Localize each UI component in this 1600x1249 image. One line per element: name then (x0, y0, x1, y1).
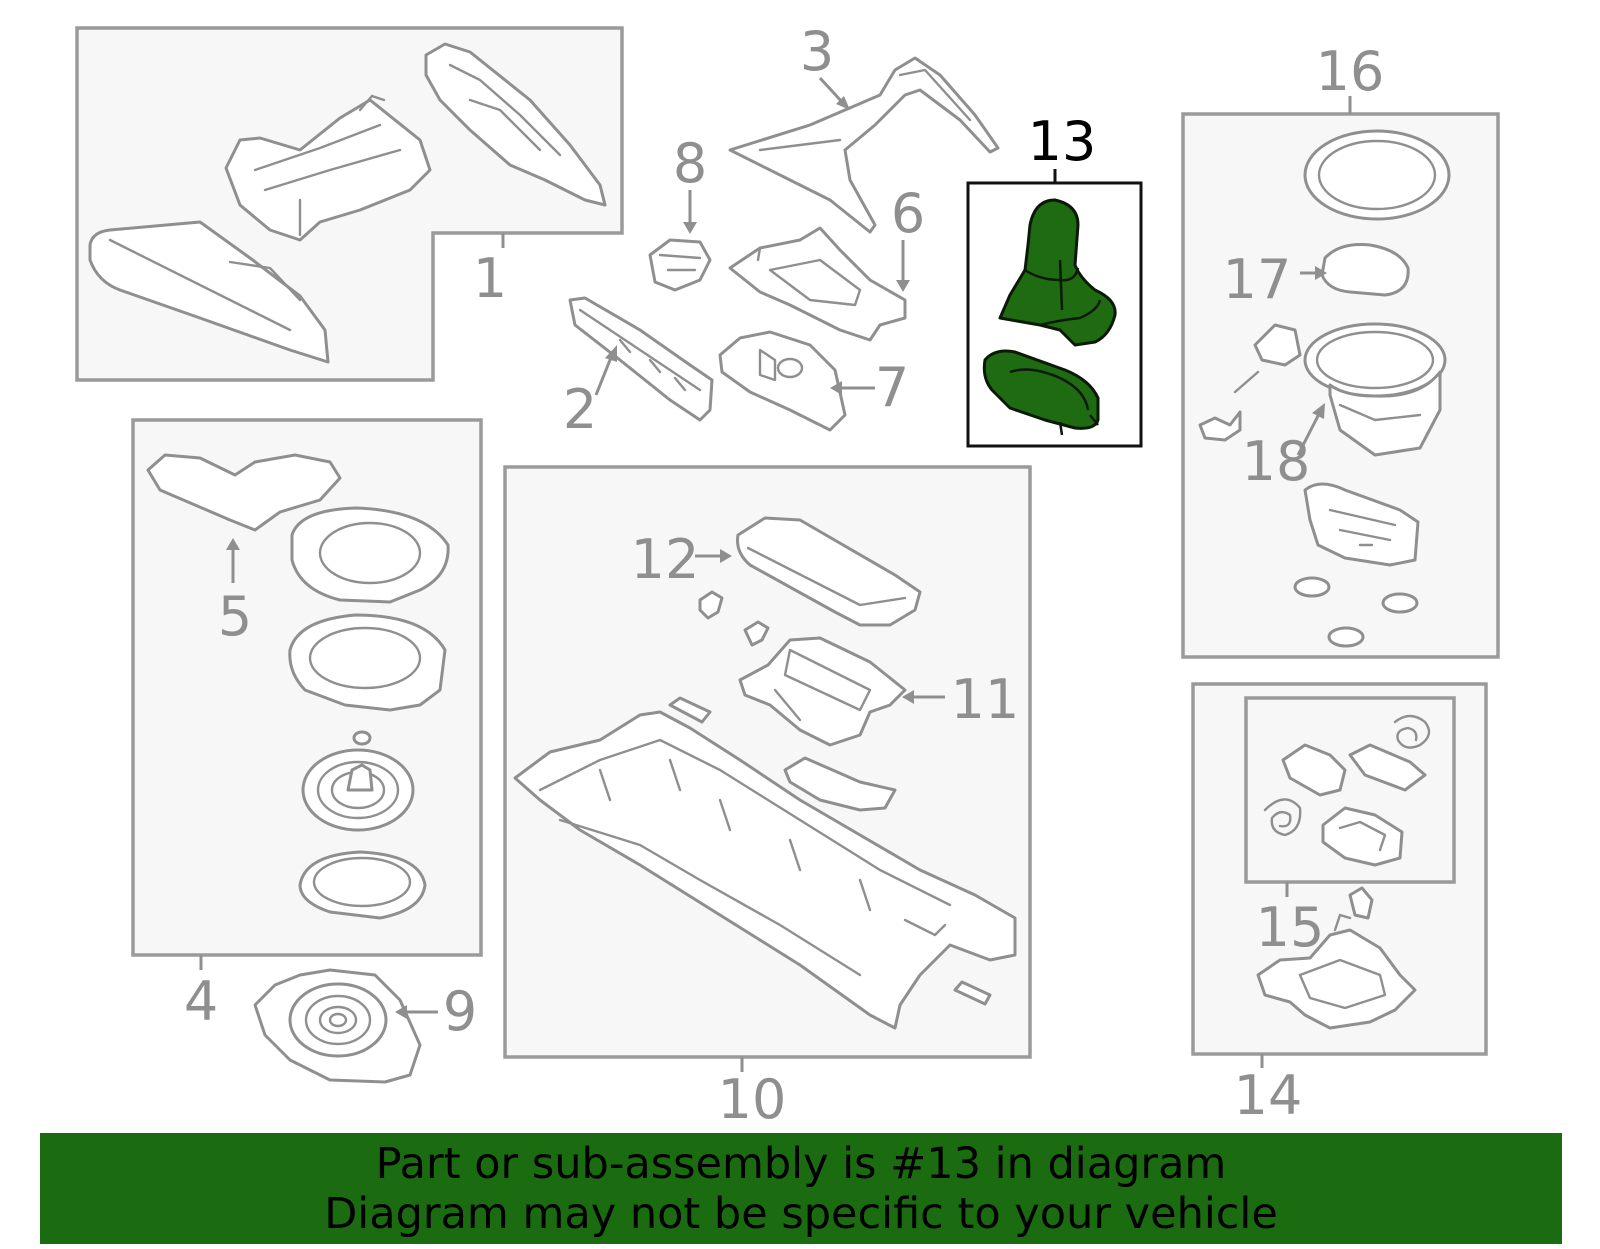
callout-6: 6 (891, 182, 925, 245)
part-8-module (648, 238, 712, 292)
part-group-3: 3 (728, 20, 1000, 234)
callout-8: 8 (673, 132, 707, 195)
part-13-shift-boot (998, 198, 1117, 347)
part-group-4: 4 5 (131, 418, 483, 1033)
callout-5: 5 (218, 585, 252, 648)
part-10-console (513, 710, 1017, 1030)
part-16-ring (1303, 129, 1451, 221)
part-17-pad (1320, 243, 1410, 297)
part-14-shifter-base (1256, 928, 1417, 1030)
callout-1: 1 (473, 247, 507, 310)
callout-13: 13 (1028, 110, 1097, 173)
part-16-base (1303, 482, 1420, 567)
part-group-16: 16 17 18 (1181, 40, 1500, 659)
part-15-spring (1393, 714, 1431, 749)
part-4-lower-ring (298, 850, 427, 920)
part-group-1: 1 (75, 26, 624, 382)
callout-15: 15 (1256, 896, 1325, 959)
part-5-seal (146, 453, 342, 532)
callout-10: 10 (718, 1068, 787, 1131)
part-group-9: 9 (253, 968, 477, 1084)
part-7-switch-panel (718, 330, 847, 432)
callout-17: 17 (1223, 248, 1292, 311)
part-group-2: 2 (563, 296, 714, 441)
part-3-trim (728, 56, 1000, 234)
part-6-bezel (728, 226, 907, 342)
callout-18: 18 (1242, 430, 1311, 493)
callout-3: 3 (800, 20, 834, 83)
part-group-13: 13 (966, 110, 1143, 448)
callout-14: 14 (1234, 1064, 1303, 1127)
part-group-14: 14 15 (1191, 682, 1488, 1127)
part-1-trim-panel (88, 220, 330, 364)
callout-12: 12 (631, 528, 700, 591)
part-group-10: 10 12 11 (503, 465, 1032, 1131)
banner-line-part-number: Part or sub-assembly is #13 in diagram (375, 1138, 1227, 1189)
part-group-6: 6 (728, 182, 925, 342)
part-4-gasket (290, 506, 450, 604)
part-2-bracket (568, 296, 714, 422)
callout-4: 4 (184, 970, 218, 1033)
callout-9: 9 (443, 980, 477, 1043)
callout-16: 16 (1316, 40, 1385, 103)
part-12-lid-pad (736, 516, 922, 627)
callout-7: 7 (875, 356, 909, 419)
part-group-8: 8 (648, 132, 712, 292)
callout-11: 11 (951, 668, 1020, 731)
info-banner: Part or sub-assembly is #13 in diagram D… (40, 1133, 1562, 1244)
banner-line-disclaimer: Diagram may not be specific to your vehi… (324, 1188, 1278, 1239)
callout-2: 2 (563, 378, 597, 441)
part-group-7: 7 (718, 330, 909, 432)
